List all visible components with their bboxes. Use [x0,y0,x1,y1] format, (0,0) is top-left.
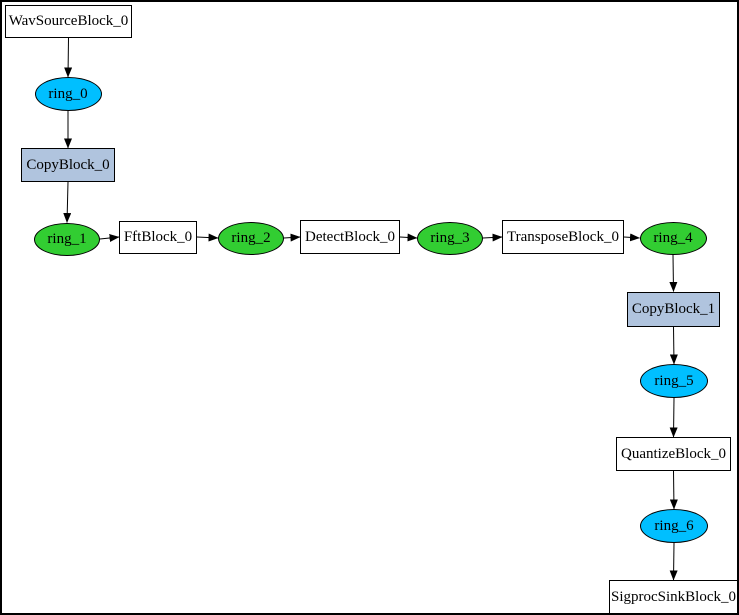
node-label: DetectBlock_0 [305,228,395,245]
edge-ring_6-to-SigprocSinkBlock_0 [669,542,678,581]
node-CopyBlock_1: CopyBlock_1 [627,291,720,327]
node-ring_1: ring_1 [34,222,100,256]
edge-CopyBlock_0-to-ring_1 [63,181,72,223]
edge-ring_1-to-FftBlock_0 [99,234,120,242]
edge-ring_2-to-DetectBlock_0 [283,233,301,242]
node-label: SigprocSinkBlock_0 [610,588,736,605]
node-label: ring_1 [47,230,87,247]
node-label: WavSourceBlock_0 [8,13,129,29]
node-label: ring_5 [654,372,694,389]
node-SigprocSinkBlock_0: SigprocSinkBlock_0 [609,580,737,613]
node-ring_6: ring_6 [640,509,708,543]
edge-QuantizeBlock_0-to-ring_6 [669,470,678,510]
node-label: CopyBlock_1 [631,300,716,317]
node-ring_5: ring_5 [640,364,708,398]
edge-WavSourceBlock_0-to-ring_0 [64,37,73,78]
node-CopyBlock_0: CopyBlock_0 [21,148,115,182]
node-WavSourceBlock_0: WavSourceBlock_0 [5,5,132,38]
node-DetectBlock_0: DetectBlock_0 [300,220,400,254]
edge-ring_4-to-CopyBlock_1 [669,254,678,292]
node-ring_3: ring_3 [417,221,483,255]
edge-ring_3-to-TransposeBlock_0 [482,233,503,242]
edge-CopyBlock_1-to-ring_5 [669,326,678,365]
node-label: ring_2 [231,229,271,246]
edge-TransposeBlock_0-to-ring_4 [623,233,640,242]
node-label: CopyBlock_0 [26,156,110,173]
node-label: ring_0 [48,85,88,102]
node-label: FftBlock_0 [123,228,193,245]
edge-FftBlock_0-to-ring_2 [196,233,219,242]
node-ring_2: ring_2 [218,221,284,255]
node-QuantizeBlock_0: QuantizeBlock_0 [616,437,731,471]
node-label: ring_3 [430,229,470,246]
node-label: ring_6 [654,517,694,534]
node-label: ring_4 [653,229,693,246]
edge-ring_5-to-QuantizeBlock_0 [669,397,678,438]
node-label: QuantizeBlock_0 [621,445,726,462]
node-ring_4: ring_4 [639,221,707,255]
node-label: TransposeBlock_0 [507,228,619,245]
node-FftBlock_0: FftBlock_0 [119,220,197,254]
node-ring_0: ring_0 [34,77,102,111]
node-TransposeBlock_0: TransposeBlock_0 [502,220,624,254]
edge-DetectBlock_0-to-ring_3 [399,233,418,242]
